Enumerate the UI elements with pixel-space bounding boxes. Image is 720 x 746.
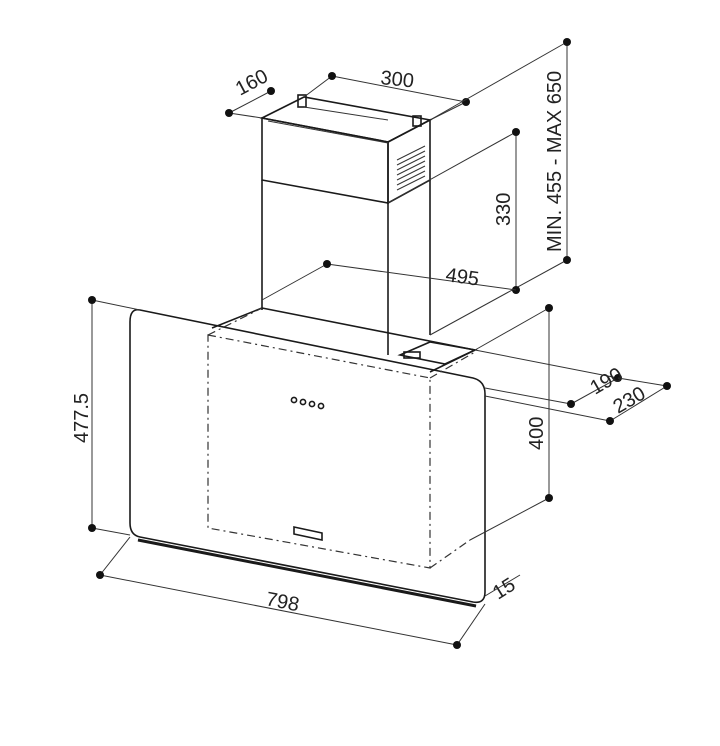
label-chimney-width: 300 [379, 67, 414, 92]
control-button-4 [317, 402, 325, 410]
dimension-lines [88, 38, 671, 649]
control-button-3 [308, 400, 316, 408]
label-chimney-height-range: MIN. 455 - MAX 650 [544, 71, 566, 252]
label-hood-width: 798 [264, 588, 301, 616]
vent-slots [396, 145, 426, 191]
control-button-1 [290, 396, 298, 404]
hood-body [129, 307, 486, 608]
chimney [259, 94, 433, 355]
label-hood-height: 477.5 [71, 393, 93, 443]
label-inner-height: 400 [526, 417, 548, 450]
label-hood-depth: 495 [444, 264, 480, 290]
control-button-2 [299, 398, 307, 406]
bottom-slot [293, 526, 323, 541]
label-chimney-lower-height: 330 [493, 193, 515, 226]
dimension-labels: 160 300 MIN. 455 - MAX 650 330 495 477.5… [71, 65, 649, 616]
label-chimney-depth: 160 [232, 65, 272, 100]
